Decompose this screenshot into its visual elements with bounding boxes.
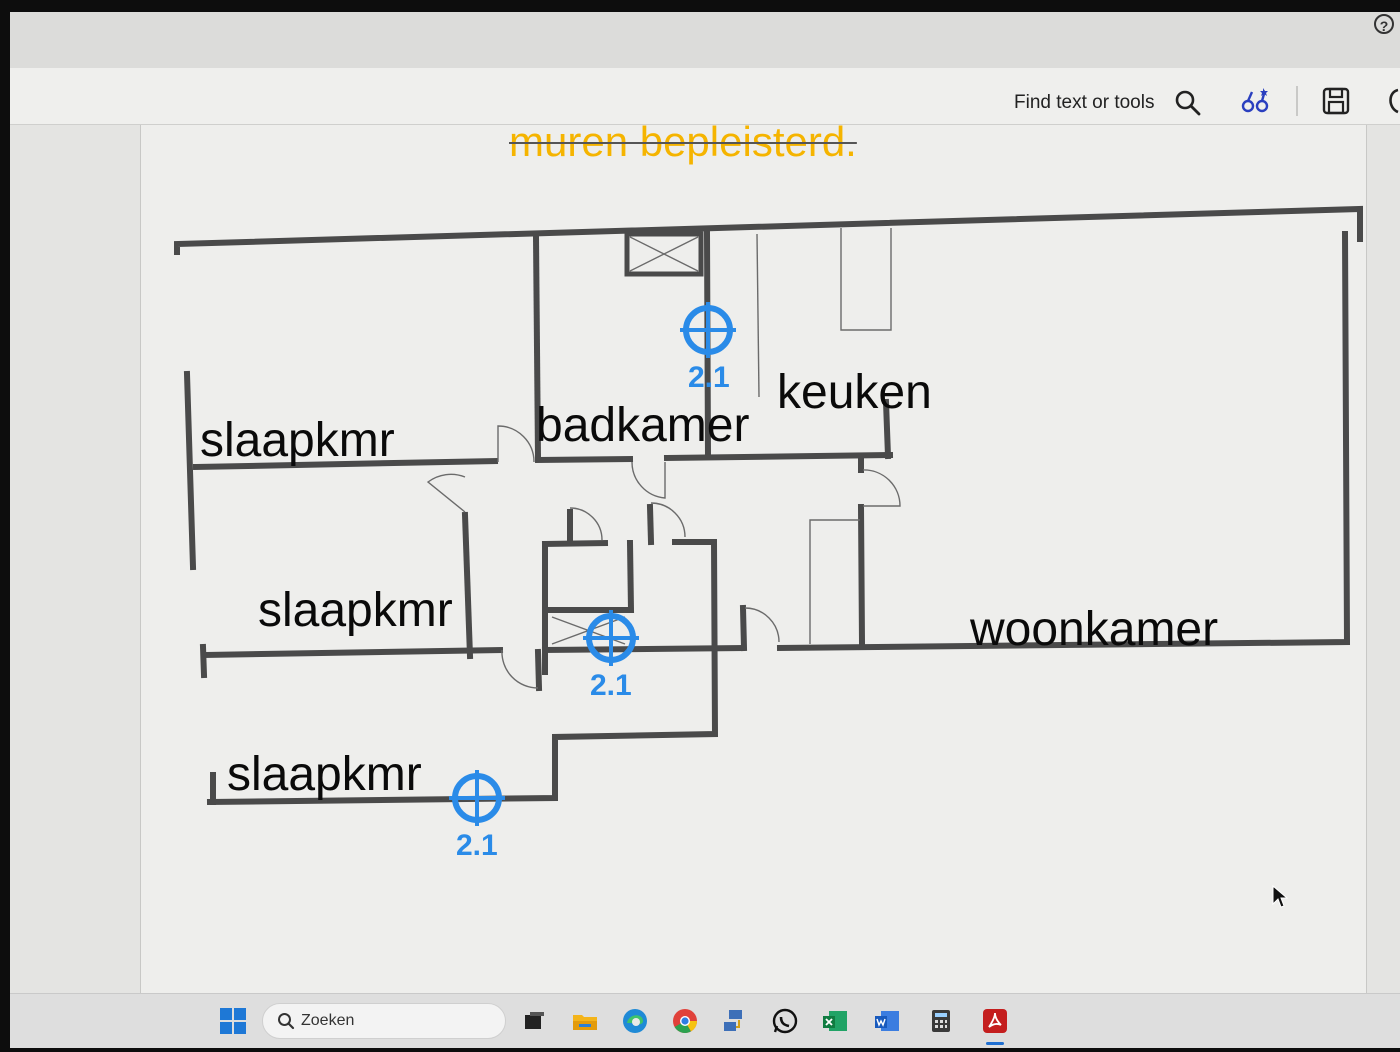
marker-1[interactable] bbox=[680, 302, 736, 358]
word-icon[interactable] bbox=[873, 1007, 901, 1035]
annotation-text[interactable]: muren bepleisterd. bbox=[509, 118, 857, 165]
marker-2[interactable] bbox=[583, 610, 639, 666]
right-panel bbox=[1366, 125, 1400, 993]
left-panel bbox=[10, 125, 141, 993]
room-label-bathroom: badkamer bbox=[536, 399, 750, 452]
find-text-or-tools-label[interactable]: Find text or tools bbox=[1014, 92, 1155, 113]
active-app-indicator bbox=[986, 1042, 1004, 1045]
network-app-icon[interactable] bbox=[721, 1007, 749, 1035]
save-icon[interactable] bbox=[1321, 86, 1351, 116]
room-label-bedroom-1: slaapkmr bbox=[200, 414, 395, 467]
marker-label-3: 2.1 bbox=[456, 829, 498, 862]
room-label-kitchen: keuken bbox=[777, 366, 932, 419]
chrome-icon[interactable] bbox=[671, 1007, 699, 1035]
search-icon[interactable] bbox=[1173, 88, 1203, 118]
search-icon bbox=[278, 1013, 295, 1030]
windows-start-icon[interactable] bbox=[220, 1008, 246, 1034]
task-view-icon[interactable] bbox=[521, 1007, 549, 1035]
windows-taskbar: Zoeken bbox=[10, 993, 1400, 1048]
title-bar: ? bbox=[10, 12, 1400, 68]
mouse-cursor-icon bbox=[1272, 885, 1288, 908]
marker-label-1: 2.1 bbox=[688, 361, 730, 394]
room-label-bedroom-3: slaapkmr bbox=[227, 748, 422, 801]
door-swings bbox=[426, 425, 901, 689]
edge-icon[interactable] bbox=[621, 1007, 649, 1035]
taskbar-search-placeholder: Zoeken bbox=[301, 1012, 355, 1029]
marker-3[interactable] bbox=[449, 770, 505, 826]
whatsapp-icon[interactable] bbox=[771, 1007, 799, 1035]
room-label-bedroom-2: slaapkmr bbox=[258, 584, 453, 637]
taskbar-search-box[interactable]: Zoeken bbox=[262, 1003, 506, 1039]
acrobat-toolbar: Find text or tools bbox=[10, 68, 1400, 125]
floor-plan-walls bbox=[174, 205, 1363, 806]
ai-assistant-icon[interactable] bbox=[1238, 86, 1274, 118]
room-label-living-room: woonkamer bbox=[970, 603, 1219, 656]
share-icon[interactable] bbox=[1386, 86, 1400, 116]
marker-label-2: 2.1 bbox=[590, 669, 632, 702]
acrobat-icon[interactable] bbox=[981, 1007, 1009, 1035]
toolbar-divider bbox=[1296, 86, 1298, 116]
calculator-icon[interactable] bbox=[927, 1007, 955, 1035]
screen: ? Find text or tools muren bepleisterd. bbox=[10, 12, 1400, 1048]
excel-icon[interactable] bbox=[821, 1007, 849, 1035]
help-icon[interactable]: ? bbox=[1374, 14, 1394, 34]
document-page bbox=[141, 125, 1366, 993]
file-explorer-icon[interactable] bbox=[571, 1007, 599, 1035]
floor-plan bbox=[174, 205, 1363, 826]
